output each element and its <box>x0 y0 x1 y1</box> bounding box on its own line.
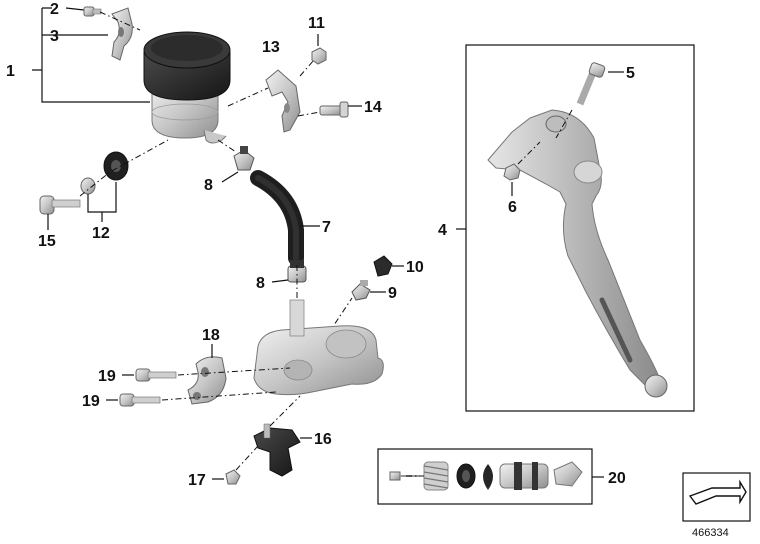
callout-19-lower: 19 <box>82 393 100 410</box>
hose-clamp-8-upper[interactable] <box>233 146 255 171</box>
callout-bracket-1 <box>32 7 150 103</box>
brake-light-switch-16[interactable] <box>253 423 301 477</box>
handlebar-clamp-18[interactable] <box>187 356 227 405</box>
lever-frame-4 <box>456 44 695 412</box>
callout-2: 2 <box>50 1 59 18</box>
callout-18: 18 <box>202 327 220 344</box>
callout-19-upper: 19 <box>98 368 116 385</box>
callout-7: 7 <box>322 219 331 236</box>
screw-14[interactable] <box>319 101 349 118</box>
callout-5: 5 <box>626 65 635 82</box>
master-cylinder-body[interactable] <box>253 299 384 396</box>
brake-lever-4[interactable] <box>487 109 668 398</box>
callout-6: 6 <box>508 199 517 216</box>
bracket-13[interactable] <box>265 69 301 133</box>
nut-11[interactable] <box>311 47 327 65</box>
brake-fluid-reservoir[interactable] <box>143 31 231 144</box>
repair-kit-frame-20 <box>377 448 604 505</box>
callout-3: 3 <box>50 28 59 45</box>
callout-8-lower: 8 <box>256 275 265 292</box>
image-number: 466334 <box>692 527 729 539</box>
callout-20: 20 <box>608 470 626 487</box>
callout-1: 1 <box>6 63 15 80</box>
clamp-3[interactable] <box>111 7 133 61</box>
screw-17[interactable] <box>225 469 241 485</box>
callout-11: 11 <box>308 15 325 32</box>
callout-17: 17 <box>188 472 206 489</box>
direction-arrow-icon <box>682 472 751 522</box>
callout-12: 12 <box>92 225 110 242</box>
callout-10: 10 <box>406 259 424 276</box>
callout-16: 16 <box>314 431 332 448</box>
screw-19-lower[interactable] <box>119 393 161 407</box>
callout-14: 14 <box>364 99 382 116</box>
callout-9: 9 <box>388 285 397 302</box>
pin-5[interactable] <box>576 62 606 106</box>
grommet-12[interactable] <box>80 151 129 195</box>
callout-15: 15 <box>38 233 56 250</box>
callout-8-upper: 8 <box>204 177 213 194</box>
screw-15[interactable] <box>39 195 81 215</box>
bleeder-cap-10[interactable] <box>373 255 393 277</box>
callout-4: 4 <box>438 222 447 239</box>
callout-13: 13 <box>262 39 280 56</box>
screw-2[interactable] <box>83 6 102 17</box>
screw-19-upper[interactable] <box>135 368 177 382</box>
nut-6[interactable] <box>503 163 521 181</box>
brake-hose-7[interactable] <box>250 170 304 266</box>
repair-kit-20[interactable] <box>389 461 583 491</box>
bleeder-valve-9[interactable] <box>351 280 371 301</box>
